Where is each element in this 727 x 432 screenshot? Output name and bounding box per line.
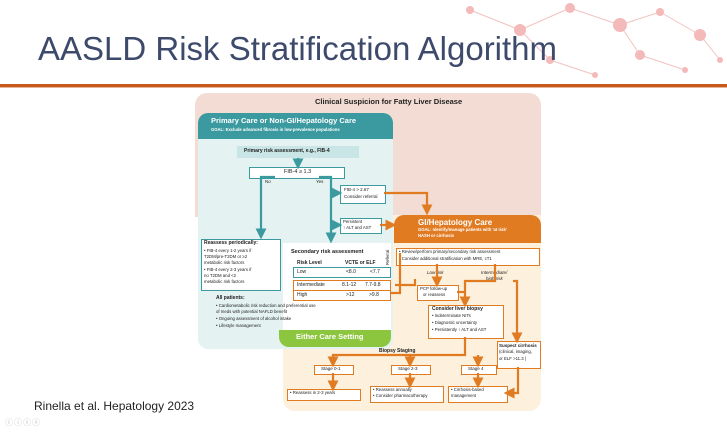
reassess-item-0: • FIB-4 every 1-2 years if <box>204 248 252 253</box>
slide-title: AASLD Risk Stratification Algorithm <box>38 30 558 67</box>
fib4-threshold-label: FIB-4 ≥ 1.3 <box>284 169 312 175</box>
risk-row-high-vcte: >12 <box>346 292 355 298</box>
gi-care-goal-1: GOAL: Identify/manage patients with 'at … <box>418 227 507 232</box>
outcome-0-1-text: • Reassess in 2-3 years <box>290 390 336 395</box>
secondary-risk-title: Secondary risk assessment <box>291 249 364 255</box>
risk-row-high-elf: >9.8 <box>369 292 379 298</box>
persistent-line2: ↑ ALT and AST <box>343 225 372 230</box>
cirrhosis-line2: (clinical, imaging, <box>499 349 532 354</box>
primary-care-title: Primary Care or Non-GI/Hepatology Care <box>211 116 357 125</box>
cirrhosis-box <box>497 341 541 369</box>
risk-row-intermediate-vcte: 8.1-12 <box>342 282 357 288</box>
persistent-line1: Persistent <box>343 219 363 224</box>
either-care-banner <box>279 330 391 347</box>
either-care-label: Either Care Setting <box>296 332 364 341</box>
gi-care-header <box>394 215 541 243</box>
stage-4-label: Stage 4 <box>468 366 484 371</box>
risk-row-low <box>293 267 391 278</box>
risk-row-low-elf: <7.7 <box>370 269 380 275</box>
cirrhosis-line3: or ELF >11.3 ) <box>499 356 527 361</box>
primary-care-goal: GOAL: Exclude advanced fibrosis in low-p… <box>211 127 340 132</box>
gi-care-title: GI/Hepatology Care <box>418 218 493 227</box>
primary-risk-label: Primary risk assessment, e.g., FIB-4 <box>244 148 330 154</box>
all-patients-item-2: • Ongoing assessment of alcohol intake <box>216 316 292 321</box>
all-patients-item-3: • Lifestyle management <box>216 323 261 328</box>
outcome-2-3-line2: • Consider pharmacotherapy <box>373 393 428 398</box>
reassess-item-3: • FIB-4 every 2-3 years if <box>204 267 252 272</box>
risk-row-high <box>293 290 391 301</box>
citation: Rinella et al. Hepatology 2023 <box>34 399 195 413</box>
reassess-box <box>201 239 281 291</box>
pcp-line1: PCP follow-up <box>420 286 448 291</box>
review-item-0: • Review/perform primary/secondary risk … <box>399 249 501 254</box>
algorithm-diagram: Clinical Suspicion for Fatty Liver Disea… <box>195 93 545 413</box>
yes-label: Yes <box>316 179 324 184</box>
license-icons: ⓒⓘⓢⓐ <box>5 418 41 427</box>
gi-care-goal-2: NASH or cirrhosis <box>418 233 455 238</box>
cirrhosis-line1: Suspect cirrhosis <box>499 343 537 348</box>
outcome-0-1-box <box>287 389 361 401</box>
risk-header-level: Risk Level <box>297 260 322 266</box>
diagram-title: Clinical Suspicion for Fatty Liver Disea… <box>315 97 463 106</box>
risk-row-intermediate-elf: 7.7-9.8 <box>365 282 381 288</box>
fib4-high-line2: Consider referral <box>344 194 378 199</box>
review-item-1: • Consider additional stratification wit… <box>399 256 492 261</box>
biopsy-item-0: • Indeterminate NITs <box>432 313 471 318</box>
biopsy-box <box>428 305 504 339</box>
primary-care-header <box>198 113 393 139</box>
biopsy-item-2: • Persistently ↑ ALT and AST <box>432 327 487 332</box>
primary-risk-box <box>237 146 359 158</box>
risk-row-high-level: High <box>297 292 308 298</box>
biopsy-item-1: • Diagnostic uncertainty <box>432 320 477 325</box>
title-divider <box>0 84 727 87</box>
fib4-high-line1: FIB-4 > 2.67 <box>344 187 369 192</box>
all-patients-title: All patients: <box>216 295 245 301</box>
molecule-decoration <box>466 3 723 78</box>
risk-row-intermediate-level: Intermediate <box>297 282 325 288</box>
reassess-item-5: metabolic risk factors <box>204 279 245 284</box>
outcome-2-3-line1: • Reassess annually <box>373 387 412 392</box>
review-box <box>396 248 540 266</box>
risk-row-low-level: Low <box>297 269 307 275</box>
reassess-title: Reassess periodically: <box>204 240 258 246</box>
stage-0-1-label: Stage 0-1 <box>321 366 341 371</box>
no-label: No <box>265 179 271 184</box>
risk-header-test: VCTE or ELF <box>345 260 376 266</box>
low-risk-line1: Low risk <box>427 270 444 275</box>
risk-row-low-vcte: <8.0 <box>346 269 356 275</box>
reassess-item-1: T2DM/pre-T2DM or ≥2 <box>204 254 248 259</box>
connector-arrows <box>255 158 523 399</box>
stage-2-3-label: Stage 2-3 <box>398 366 418 371</box>
pcp-line2: or reassess <box>423 292 446 297</box>
all-patients-item-0: • Cardiometabolic risk reduction and pre… <box>216 303 316 308</box>
all-patients-item-1: of meds with potential NAFLD benefit <box>216 309 287 314</box>
reassess-item-2: metabolic risk factors <box>204 260 245 265</box>
biopsy-title: Consider liver biopsy <box>432 306 483 312</box>
outcome-4-line1: • Cirrhosis-based <box>451 387 484 392</box>
reassess-item-4: no T2DM and <2 <box>204 273 237 278</box>
title-divider-light <box>0 87 727 88</box>
outcome-4-line2: management <box>451 393 477 398</box>
biopsy-staging-label: Biopsy Staging <box>379 348 416 354</box>
